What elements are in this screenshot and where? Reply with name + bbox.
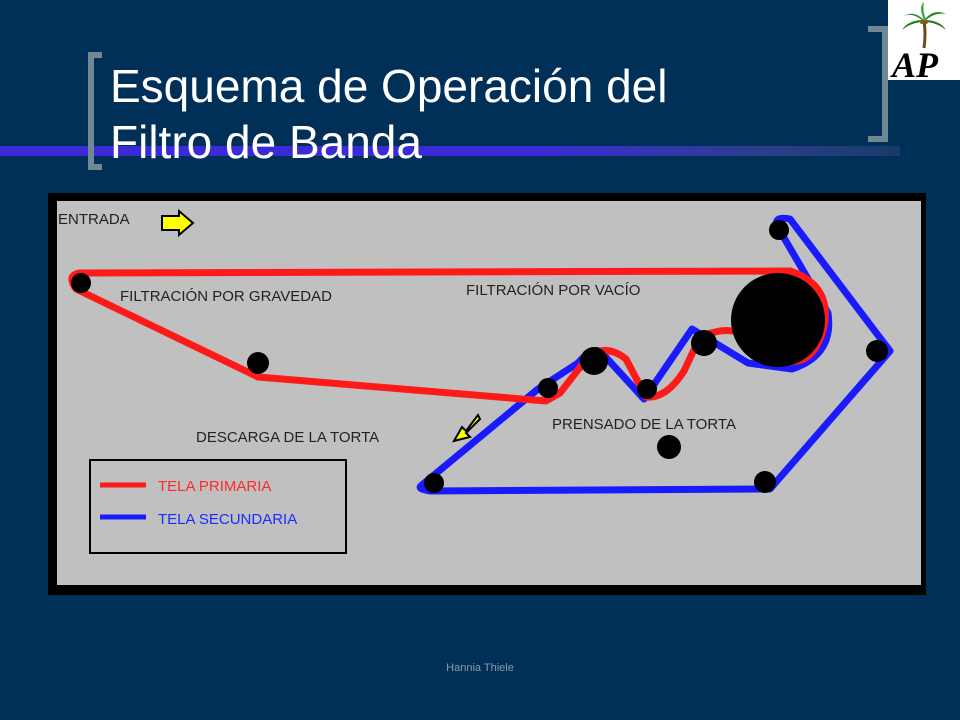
footer-author: Hannia Thiele [446, 662, 514, 674]
vacuum-filtration-label: FILTRACIÓN POR VACÍO [466, 282, 640, 299]
ap-logo: AP [888, 0, 960, 80]
legend-primary-label: TELA PRIMARIA [158, 478, 271, 495]
filter-diagram: ENTRADA FILTRACIÓN POR GRAVEDAD FILTRACI… [48, 193, 926, 595]
roller [247, 352, 269, 374]
roller [538, 378, 558, 398]
roller [691, 330, 717, 356]
cake-pressing-label: PRENSADO DE LA TORTA [552, 416, 736, 433]
roller [637, 379, 657, 399]
entrada-label: ENTRADA [58, 211, 130, 228]
title-line-2: Filtro de Banda [110, 116, 422, 168]
legend: TELA PRIMARIA TELA SECUNDARIA [89, 459, 347, 554]
legend-box [89, 459, 347, 554]
right-bracket-decoration [868, 26, 888, 142]
vacuum-drum [731, 273, 825, 367]
entrada-arrow-icon [161, 208, 195, 238]
palm-tree-icon [902, 2, 946, 49]
roller [769, 220, 789, 240]
roller [754, 471, 776, 493]
roller [424, 473, 444, 493]
legend-secondary-label: TELA SECUNDARIA [158, 511, 297, 528]
left-bracket-decoration [88, 52, 102, 170]
slide-title: Esquema de Operación del Filtro de Banda [110, 58, 830, 170]
title-accent-bar [0, 146, 900, 156]
gravity-filtration-label: FILTRACIÓN POR GRAVEDAD [120, 288, 332, 305]
roller [866, 340, 888, 362]
descarga-arrow-icon [451, 413, 482, 443]
logo-text: AP [890, 45, 939, 80]
roller [657, 435, 681, 459]
cake-discharge-label: DESCARGA DE LA TORTA [196, 429, 379, 446]
roller [71, 273, 91, 293]
title-line-1: Esquema de Operación del [110, 60, 668, 112]
roller [580, 347, 608, 375]
